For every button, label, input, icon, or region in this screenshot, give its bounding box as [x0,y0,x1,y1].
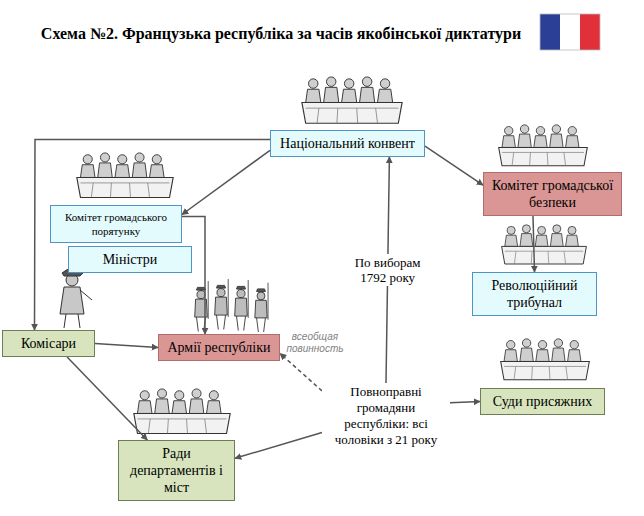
connector-arrow [67,357,147,440]
connector-arrow [425,146,483,185]
connector-arrow [235,433,322,459]
citizens-text: Повноправні громадяни республіки: всі чо… [322,383,450,449]
ministry-box: Міністри [68,246,192,273]
edge-label: По виборам 1792 року [342,254,434,286]
committee-box: Комітет громадської безпеки [483,172,622,216]
diagram-title: Схема №2. Французька республіка за часів… [38,24,524,43]
connector-arrow [280,353,322,391]
node-text: Ради департаментів і міст [124,445,229,496]
connector-arrow [450,402,480,403]
edge-label: всеобщая повинность [280,330,350,356]
node-text: Комітет громадського порятунку [54,210,178,238]
commissar-figure [60,268,92,328]
connector-arrow [182,150,270,214]
connector-arrow [533,216,535,272]
jury-table [501,339,590,380]
french-flag [540,14,600,50]
council-table [134,389,230,434]
assembly-box: Національний конвент [270,130,425,157]
node-text: Комітет громадської безпеки [489,177,616,211]
node-text: Повноправні громадяни республіки: всі чо… [325,384,447,448]
connector-arrow [95,344,158,348]
committee-table [77,153,173,198]
node-text: Армії республіки [164,339,274,356]
tribunal-box: Революційний трибунал [472,272,597,316]
commissar-box: Комісари [2,330,95,357]
connector-arrow [182,216,205,334]
court-box: Суди присяжних [480,388,605,415]
node-text: Суди присяжних [486,393,599,410]
security-table [499,125,588,166]
node-text: Національний конвент [276,135,419,152]
committee-box: Комітет громадського порятунку [50,205,182,243]
node-text: Революційний трибунал [478,277,591,311]
connector-arrow [35,139,271,330]
node-text: Комісари [8,335,89,352]
council-box: Ради департаментів і міст [118,440,235,501]
army-box: Армії республіки [158,334,280,361]
tribunal-table [502,225,587,264]
convention-table [302,77,402,123]
node-text: Міністри [74,251,186,268]
